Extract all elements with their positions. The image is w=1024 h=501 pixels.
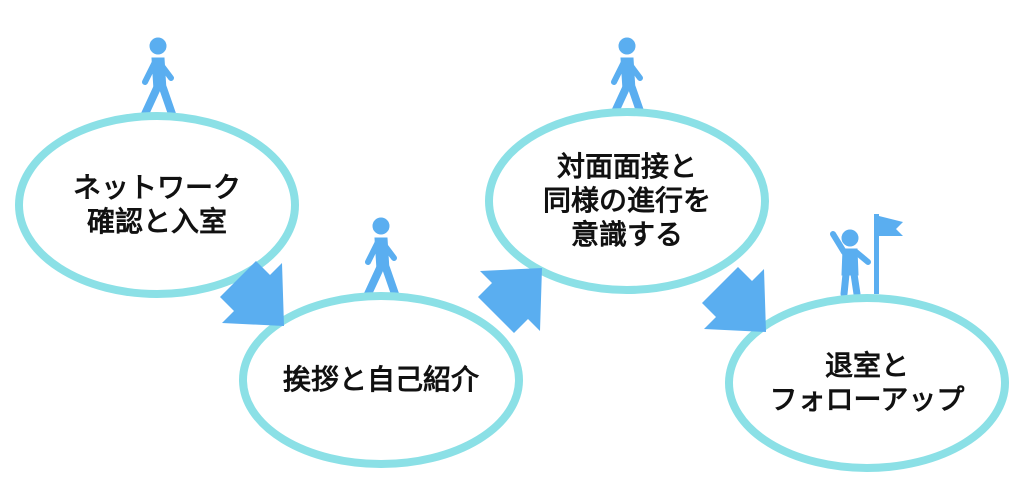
step-1-label: ネットワーク 確認と入室 <box>32 150 282 260</box>
step-3-line-2: 同様の進行を <box>542 184 711 217</box>
walking-person-icon <box>368 218 395 294</box>
step-1-ellipse <box>15 112 299 298</box>
step-4-ellipse <box>725 294 1009 472</box>
arrow-up-right <box>478 268 542 333</box>
arrow-down-right <box>702 267 766 332</box>
step-3-line-1: 対面面接と <box>556 150 697 183</box>
arrow-down-right <box>220 261 284 326</box>
step-3-ellipse <box>485 108 769 294</box>
step-4-label: 退室と フォローアップ <box>742 338 992 428</box>
step-1-line-2: 確認と入室 <box>86 205 227 238</box>
goal-flag-person-icon <box>830 214 903 298</box>
step-3-label: 対面面接と 同様の進行を 意識する <box>502 146 752 256</box>
step-2-label: 挨拶と自己紹介 <box>256 355 506 405</box>
step-1-line-1: ネットワーク <box>72 171 241 204</box>
step-4-line-2: フォローアップ <box>769 383 965 416</box>
walking-person-icon <box>614 38 641 114</box>
step-2-ellipse <box>239 292 523 468</box>
step-3-line-3: 意識する <box>570 218 683 251</box>
step-4-line-1: 退室と <box>824 349 909 382</box>
walking-person-icon <box>145 38 172 114</box>
step-2-line-1: 挨拶と自己紹介 <box>282 363 479 396</box>
